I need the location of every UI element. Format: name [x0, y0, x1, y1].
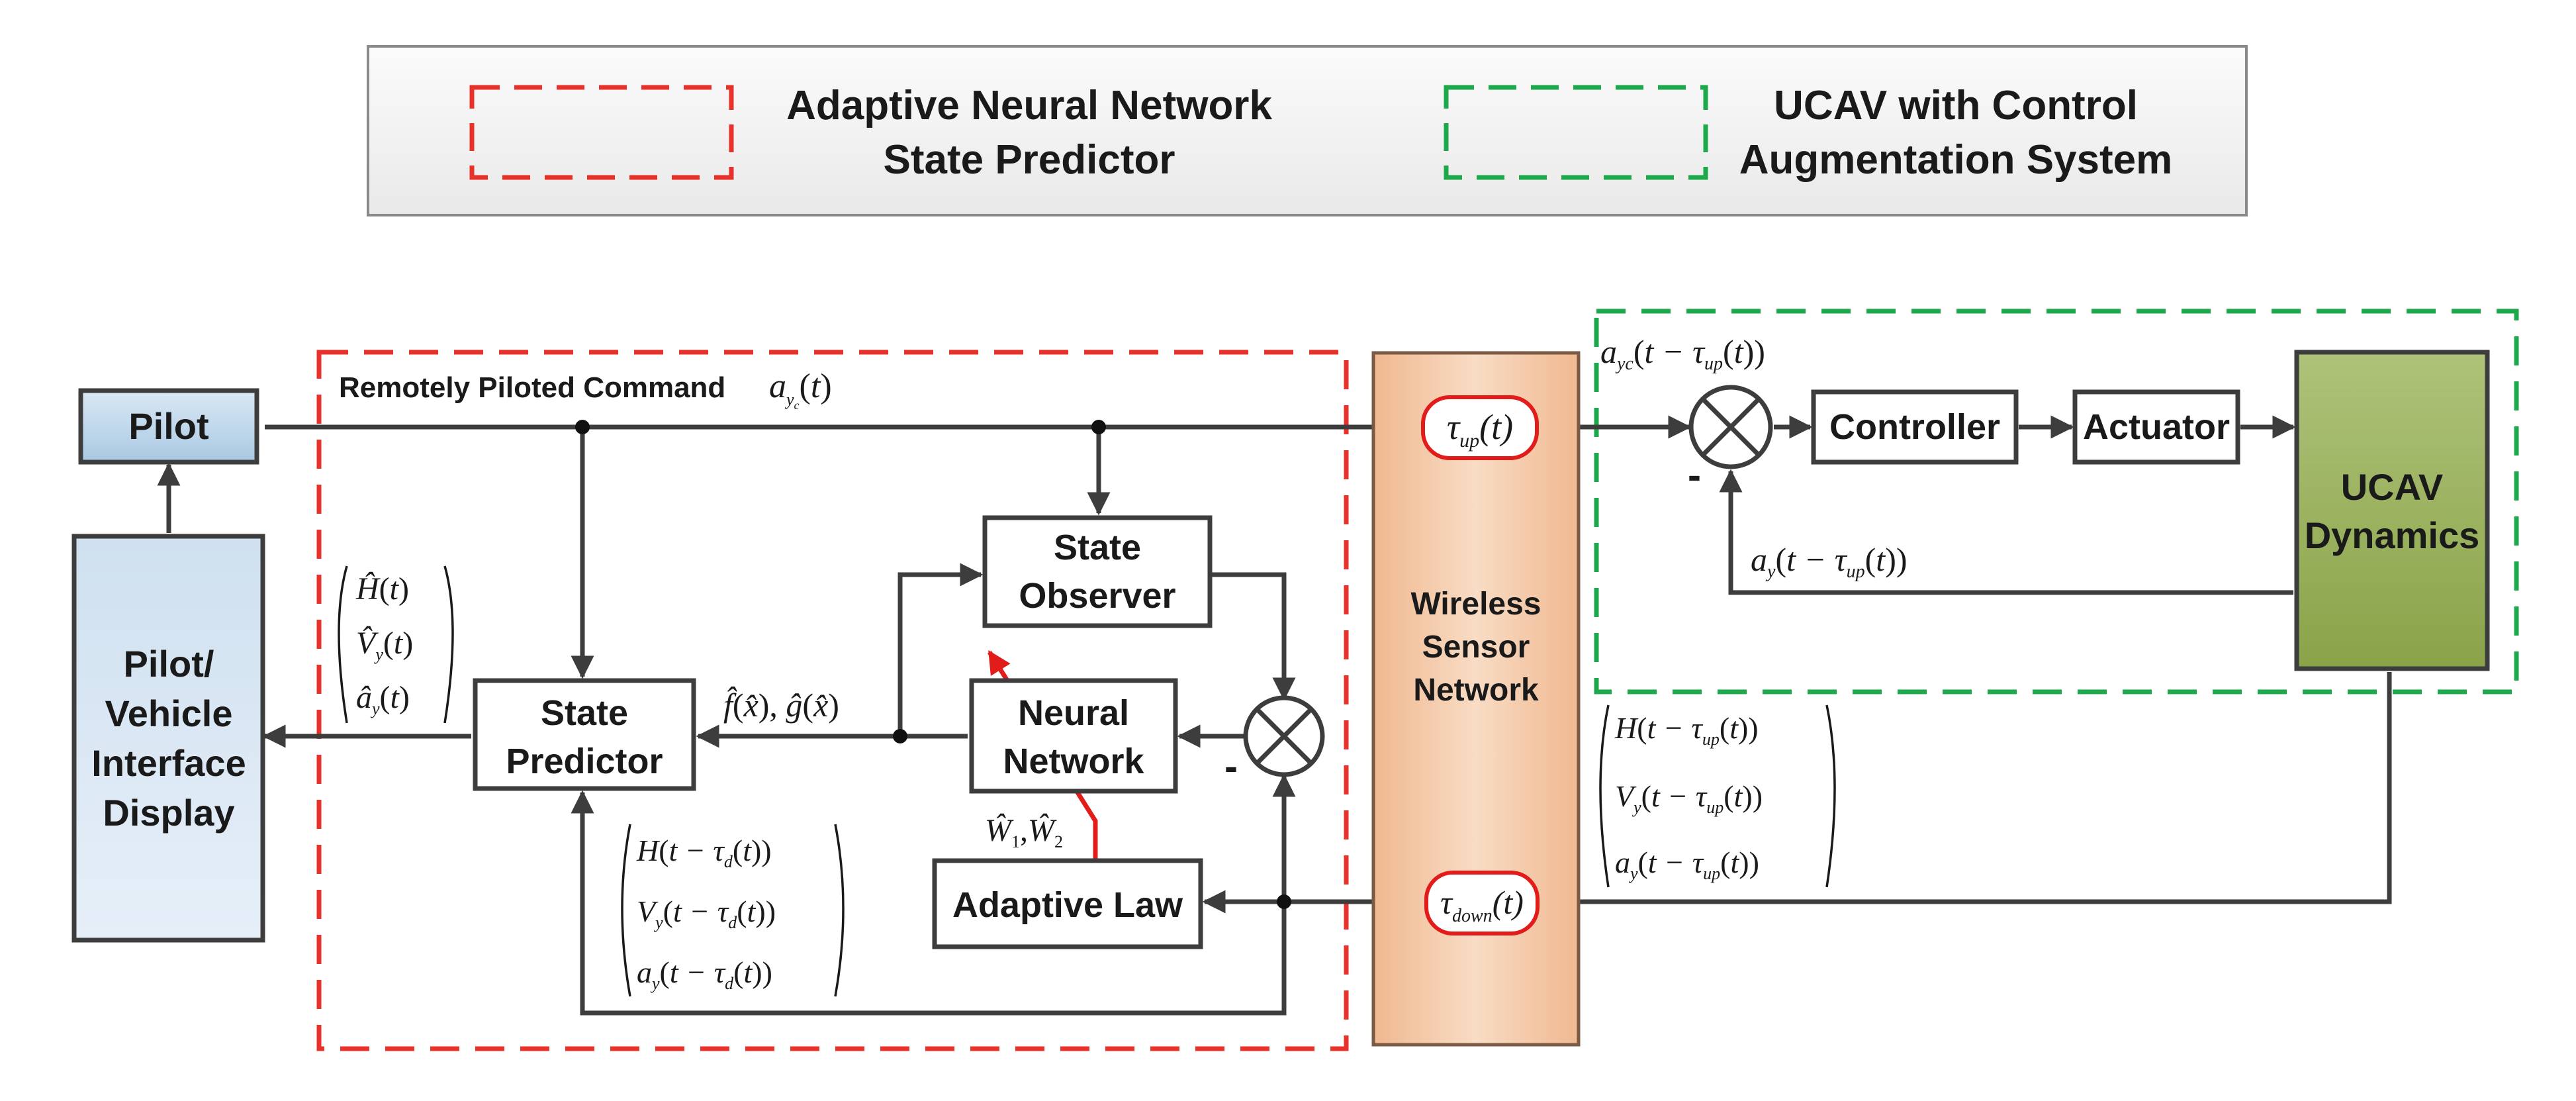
predictor-region-boundary: [316, 350, 1349, 1051]
adaptive-law-label: Adaptive Law: [952, 885, 1183, 925]
svg-text:ay(t − τup(t)): ay(t − τup(t)): [1615, 845, 1759, 883]
state-predictor-label-line1: State: [541, 693, 628, 733]
neural-network-label-line2: Network: [1003, 742, 1144, 781]
ucav-label-line1: UCAV: [2341, 466, 2444, 508]
legend-green-dashed-swatch: [1444, 85, 1708, 180]
summing-junction-right: [1688, 385, 1773, 469]
legend-red-dashed-swatch: [469, 85, 734, 180]
uplink-delay-element: τup(t): [1421, 395, 1539, 460]
feedback-signal-symbol: ay(t − τup(t)): [1751, 541, 1908, 582]
legend-green-label-line1: UCAV with Control: [1774, 83, 2138, 128]
ucav-label-line2: Dynamics: [2305, 514, 2480, 556]
svg-text:H(t − τd(t)): H(t − τd(t)): [636, 834, 772, 871]
legend-box: [367, 45, 2248, 216]
wsn-label-line3: Network: [1413, 673, 1539, 708]
svg-text:Ĥ(t): Ĥ(t): [355, 571, 409, 606]
neural-network-label-line1: Neural: [1018, 693, 1129, 733]
svg-text:τup(t): τup(t): [1447, 407, 1513, 452]
minus-sign-right: -: [1688, 453, 1701, 497]
neural-network-block: Neural Network: [969, 678, 1178, 794]
downlink-delay-element: τdown(t): [1424, 871, 1540, 935]
svg-text:ay(t − τd(t)): ay(t − τd(t)): [637, 955, 772, 993]
remote-command-label: Remotely Piloted Command: [339, 371, 725, 404]
display-label-line2: Vehicle: [105, 693, 232, 734]
weights-symbol: Ŵ1,Ŵ2: [985, 813, 1063, 851]
actuator-block: Actuator: [2072, 389, 2240, 465]
delayed-command-symbol: ayc(t − τup(t)): [1600, 333, 1765, 374]
wsn-label-line1: Wireless: [1410, 587, 1541, 622]
state-predictor-block: State Predictor: [473, 678, 696, 791]
display-label-line3: Interface: [91, 742, 246, 784]
controller-block: Controller: [1811, 389, 2019, 465]
svg-text:Vy(t − τd(t)): Vy(t − τd(t)): [637, 894, 776, 932]
ucav-dynamics-block: UCAV Dynamics: [2294, 350, 2490, 671]
junction-dots: [575, 420, 1291, 909]
signal-wires: [157, 415, 2392, 1016]
legend-red-label-line1: Adaptive Neural Network: [786, 83, 1272, 128]
pilot-label: Pilot: [128, 405, 208, 447]
state-observer-label-line2: Observer: [1019, 576, 1175, 616]
legend-red-label-line2: State Predictor: [883, 137, 1175, 183]
actuator-label: Actuator: [2083, 407, 2230, 447]
svg-text:V̂y(t): V̂y(t): [356, 625, 413, 664]
controller-label: Controller: [1829, 407, 2000, 447]
predicted-state-vector: Ĥ(t) V̂y(t) ây(t): [338, 565, 454, 724]
pilot-block: Pilot: [78, 388, 259, 465]
svg-text:H(t − τup(t)): H(t − τup(t)): [1614, 711, 1759, 749]
state-observer-label-line1: State: [1054, 528, 1141, 567]
display-label-line1: Pilot/: [124, 643, 214, 685]
adaptive-law-block: Adaptive Law: [932, 858, 1203, 949]
state-observer-block: State Observer: [982, 515, 1213, 628]
legend: Adaptive Neural Network State Predictor …: [367, 45, 2248, 216]
summing-junction-left: [1243, 695, 1325, 777]
display-label-line4: Display: [103, 792, 234, 834]
legend-green-label-line2: Augmentation System: [1739, 137, 2173, 183]
state-predictor-label-line2: Predictor: [506, 742, 663, 781]
command-signal-symbol: ayc(t): [769, 367, 832, 412]
wsn-label-line2: Sensor: [1422, 630, 1530, 665]
minus-sign-left: -: [1224, 744, 1238, 789]
ucav-region-boundary: [1594, 309, 2519, 694]
pilot-vehicle-interface-display-block: Pilot/ Vehicle Interface Display: [71, 534, 265, 943]
estimated-functions-symbol: f̂(x̂), ĝ(x̂): [723, 686, 839, 724]
svg-text:Vy(t − τup(t)): Vy(t − τup(t)): [1615, 779, 1763, 817]
delayed-measurement-vector-left: H(t − τd(t)) Vy(t − τd(t)) ay(t − τd(t)): [621, 824, 845, 997]
svg-text:ây(t): ây(t): [356, 680, 410, 718]
delayed-measurement-vector-right: H(t − τup(t)) Vy(t − τup(t)) ay(t − τup(…: [1599, 704, 1836, 888]
